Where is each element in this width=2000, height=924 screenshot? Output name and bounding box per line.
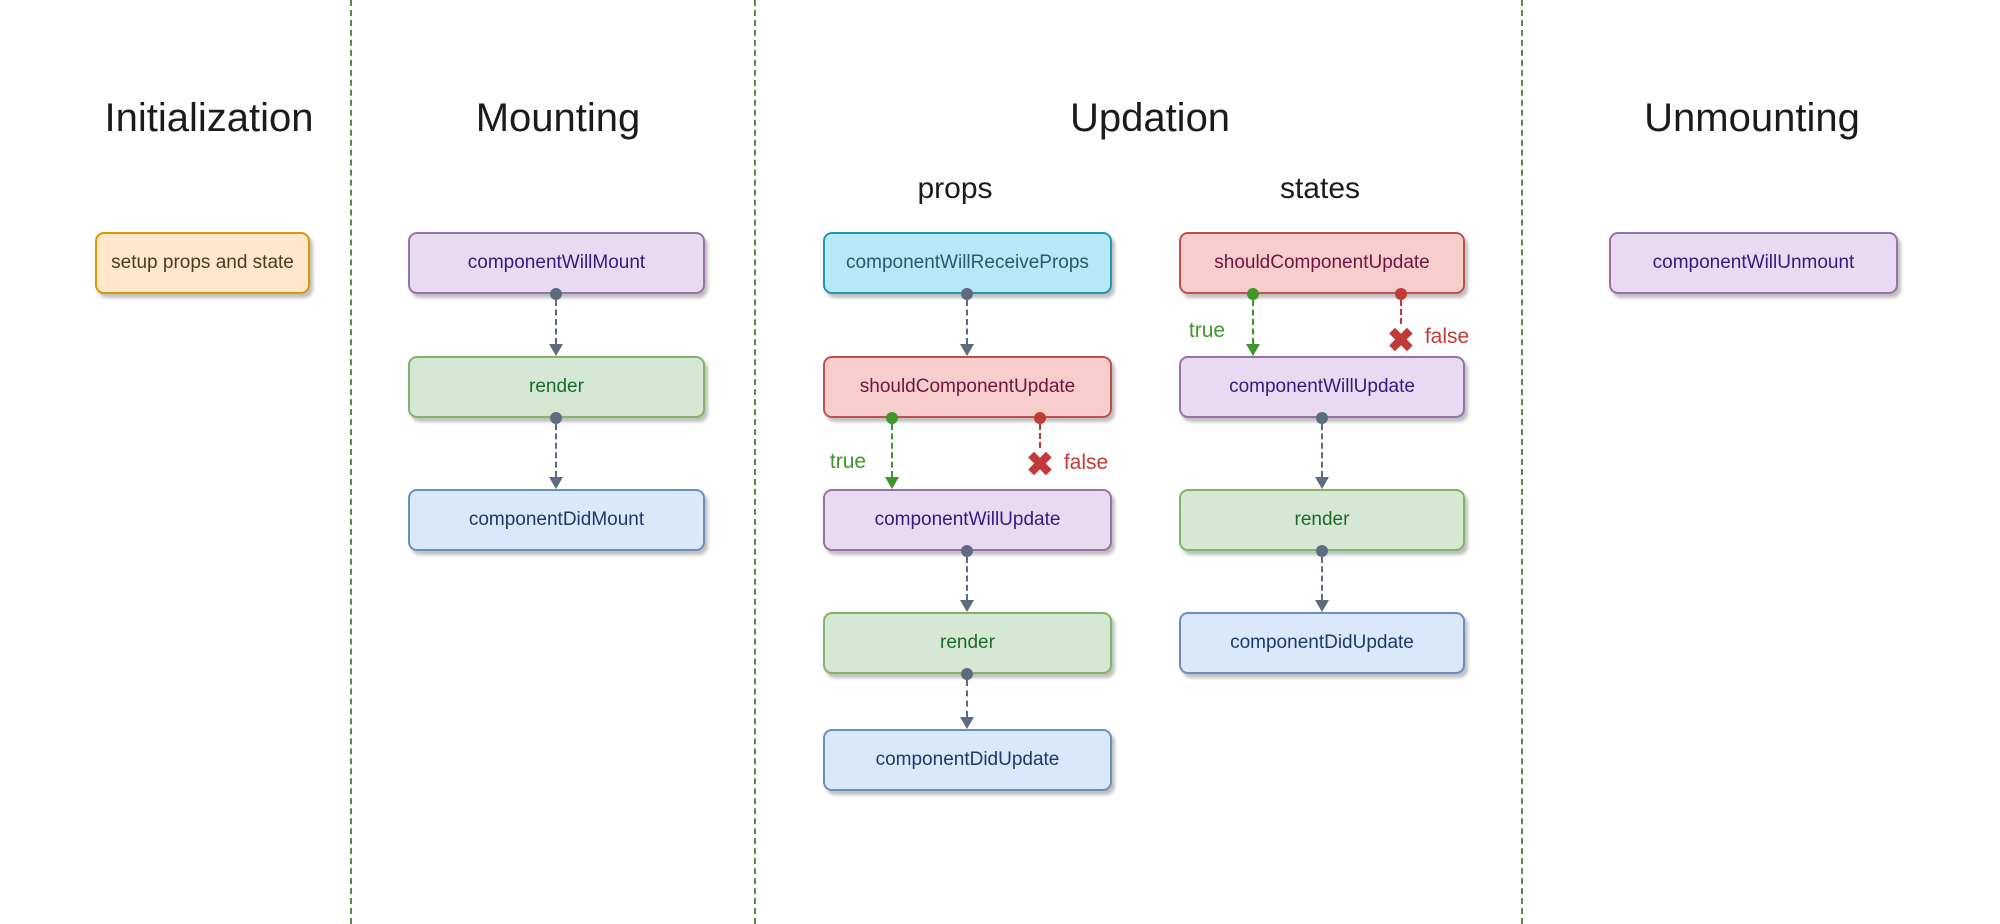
false-cross-icon: ✖ <box>1387 321 1415 359</box>
section-title-updation: Updation <box>1069 96 1231 140</box>
connector-dot <box>1316 545 1328 557</box>
false-cross-icon: ✖ <box>1026 445 1054 483</box>
lifecycle-box-componentwillupdate-props: componentWillUpdate <box>823 489 1112 551</box>
lifecycle-box-shouldcomponentupdate-props: shouldComponentUpdate <box>823 356 1112 418</box>
true-arrowhead-icon <box>885 477 899 489</box>
subcolumn-heading-props: props <box>917 172 993 205</box>
branch-label-true: true <box>1188 319 1226 342</box>
subcolumn-heading-states: states <box>1279 172 1361 205</box>
lifecycle-box-componentwillunmount: componentWillUnmount <box>1609 232 1898 294</box>
lifecycle-box-render-mounting: render <box>408 356 705 418</box>
connector-line <box>966 557 968 600</box>
arrowhead-icon <box>960 600 974 612</box>
arrowhead-icon <box>1315 600 1329 612</box>
arrowhead-icon <box>1315 477 1329 489</box>
connector-line <box>555 300 557 344</box>
true-branch-line <box>891 424 893 477</box>
section-title-mounting: Mounting <box>475 96 641 140</box>
connector-line <box>966 680 968 717</box>
lifecycle-box-render-states: render <box>1179 489 1465 551</box>
true-branch-line <box>1252 300 1254 344</box>
true-branch-dot <box>1247 288 1259 300</box>
false-branch-dot <box>1034 412 1046 424</box>
connector-dot <box>550 288 562 300</box>
lifecycle-box-render-props: render <box>823 612 1112 674</box>
separator-line-1 <box>350 0 352 924</box>
lifecycle-box-componentwillmount: componentWillMount <box>408 232 705 294</box>
connector-line <box>1321 424 1323 477</box>
branch-label-false: false <box>1063 451 1109 474</box>
connector-dot <box>961 288 973 300</box>
false-branch-dot <box>1395 288 1407 300</box>
lifecycle-box-setup-props-and-state: setup props and state <box>95 232 310 294</box>
connector-dot <box>961 545 973 557</box>
arrowhead-icon <box>549 344 563 356</box>
connector-line <box>555 424 557 477</box>
connector-dot <box>961 668 973 680</box>
connector-dot <box>550 412 562 424</box>
arrowhead-icon <box>960 344 974 356</box>
lifecycle-box-componentdidupdate-props: componentDidUpdate <box>823 729 1112 791</box>
connector-line <box>1321 557 1323 600</box>
separator-line-3 <box>1521 0 1523 924</box>
branch-label-false: false <box>1424 325 1470 348</box>
true-arrowhead-icon <box>1246 344 1260 356</box>
separator-line-2 <box>754 0 756 924</box>
section-title-unmounting: Unmounting <box>1644 96 1860 140</box>
lifecycle-box-componentwillupdate-states: componentWillUpdate <box>1179 356 1465 418</box>
true-branch-dot <box>886 412 898 424</box>
false-branch-line <box>1039 424 1041 448</box>
branch-label-true: true <box>829 450 867 473</box>
lifecycle-box-componentdidmount: componentDidMount <box>408 489 705 551</box>
arrowhead-icon <box>960 717 974 729</box>
lifecycle-box-componentwillreceiveprops: componentWillReceiveProps <box>823 232 1112 294</box>
connector-dot <box>1316 412 1328 424</box>
connector-line <box>966 300 968 344</box>
false-branch-line <box>1400 300 1402 324</box>
section-title-initialization: Initialization <box>104 96 314 140</box>
arrowhead-icon <box>549 477 563 489</box>
lifecycle-box-shouldcomponentupdate-states: shouldComponentUpdate <box>1179 232 1465 294</box>
lifecycle-box-componentdidupdate-states: componentDidUpdate <box>1179 612 1465 674</box>
